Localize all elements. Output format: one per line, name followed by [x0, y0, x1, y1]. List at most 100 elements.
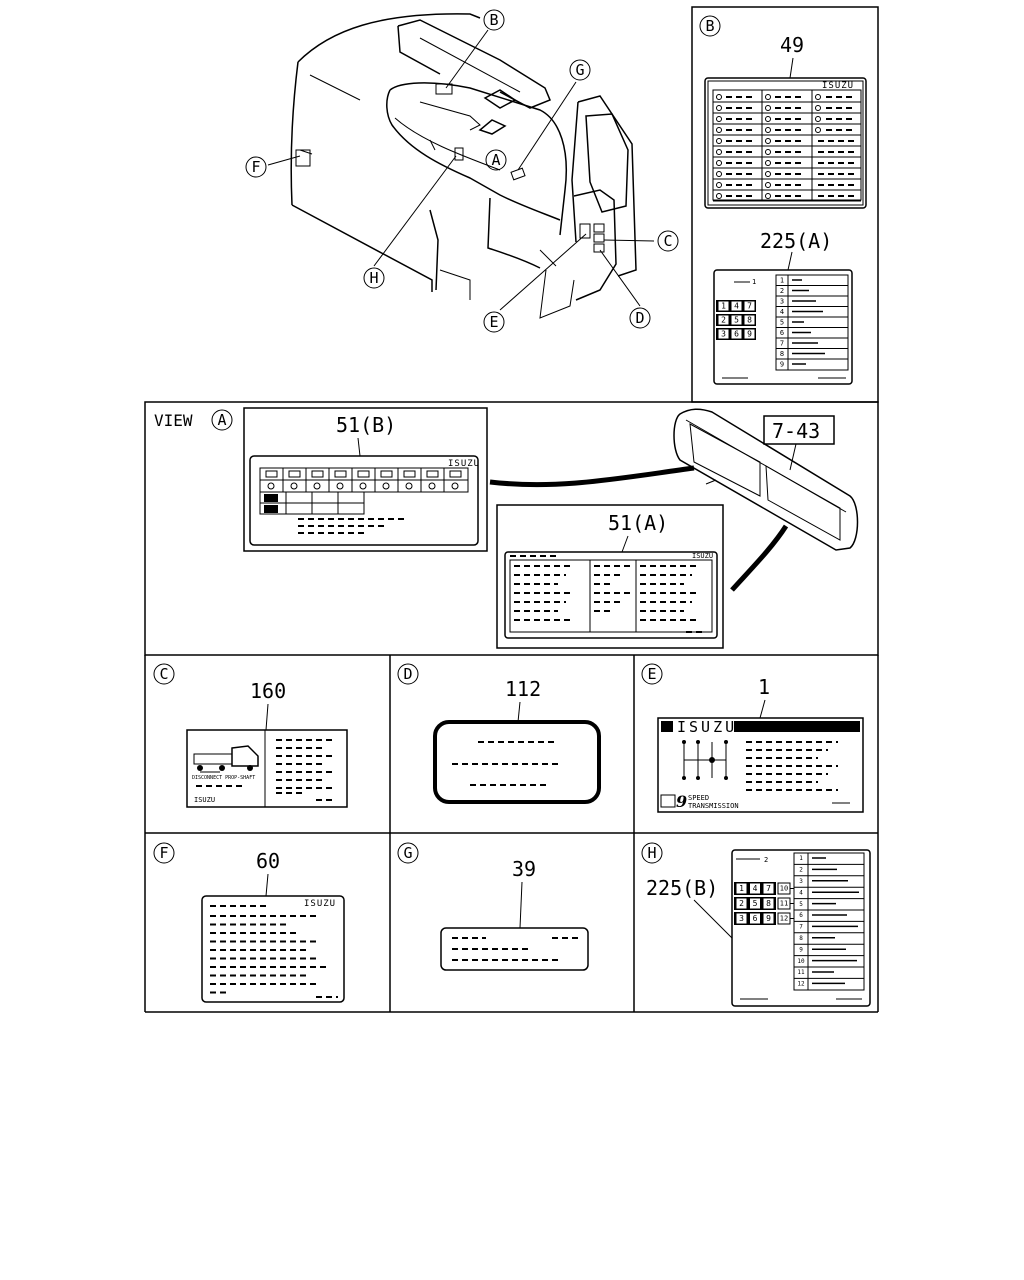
- svg-text:A: A: [491, 151, 500, 169]
- relay-cell: [762, 882, 775, 895]
- part-number-160: 160: [250, 679, 286, 703]
- part-number-39: 39: [512, 857, 536, 881]
- fuse-number: 4: [780, 308, 784, 316]
- indicator-icon: [765, 160, 771, 166]
- part-number-1: 1: [758, 675, 770, 699]
- part-number-60: 60: [256, 849, 280, 873]
- fuse-number: 5: [780, 319, 784, 327]
- panel-g: G 39: [397, 842, 589, 971]
- callout-f: F: [245, 156, 267, 178]
- relay-number: 3: [721, 330, 726, 339]
- fuse-number: 6: [780, 329, 784, 337]
- indicator-icon: [716, 105, 722, 111]
- warning-symbol-icon: [451, 482, 459, 490]
- fuse-number: 6: [799, 912, 803, 919]
- fuse-number: 3: [780, 298, 784, 306]
- fuse-number: 7: [799, 924, 803, 931]
- indicator-icon: [765, 138, 771, 144]
- relay-cell: [743, 314, 756, 326]
- relay-number: 4: [753, 884, 758, 893]
- relay-number: 1: [739, 884, 744, 893]
- svg-text:B: B: [489, 11, 498, 29]
- part-number-112: 112: [505, 677, 541, 701]
- relay-cell: [749, 912, 761, 925]
- callout-a: A: [485, 149, 507, 171]
- fuse-number: 3: [799, 878, 803, 885]
- relay-number: 4: [734, 302, 739, 311]
- relay-cell: [730, 328, 743, 340]
- svg-text:F: F: [251, 158, 260, 176]
- relay-number: 8: [747, 316, 752, 325]
- indicator-icon: [765, 193, 771, 199]
- panel-c: C 160 DISCONNECT PROP-SHAFT ISUZU: [153, 663, 348, 808]
- relay-number: 2: [739, 899, 744, 908]
- panel-e: E 1 ISUZU 9 SPEED TRANSMISSION: [641, 663, 864, 813]
- relay-cell: [717, 328, 730, 340]
- indicator-icon: [716, 94, 722, 100]
- indicator-icon: [815, 94, 821, 100]
- indicator-icon: [765, 149, 771, 155]
- warning-symbol-icon: [426, 470, 439, 478]
- part-number-51a: 51(A): [608, 511, 668, 535]
- fuse-number: 11: [797, 969, 805, 976]
- fuse-number: 4: [799, 889, 803, 896]
- svg-text:ISUZU: ISUZU: [448, 459, 480, 469]
- indicator-icon: [716, 182, 722, 188]
- panel-view-a: VIEW A 51(B) ISUZU 51(A) ISUZU 7-43: [154, 407, 859, 649]
- callout-d: D: [629, 307, 651, 329]
- relay-cell: [717, 300, 730, 312]
- warning-symbol-icon: [264, 505, 278, 513]
- warning-symbol-icon: [311, 470, 324, 478]
- part-number-7-43: 7-43: [772, 419, 820, 443]
- svg-text:G: G: [575, 61, 584, 79]
- part-number-225b: 225(B): [646, 876, 718, 900]
- relay-number: 5: [753, 899, 758, 908]
- svg-text:TRANSMISSION: TRANSMISSION: [688, 802, 739, 810]
- callout-e: E: [483, 311, 505, 333]
- relay-cell: [743, 328, 756, 340]
- indicator-icon: [815, 116, 821, 122]
- relay-cell: [743, 300, 756, 312]
- fuse-number: 1: [780, 277, 784, 285]
- indicator-icon: [716, 116, 722, 122]
- fuse-number: 9: [780, 361, 784, 369]
- part-number-51b: 51(B): [336, 413, 396, 437]
- relay-cell: [730, 314, 743, 326]
- relay-number: 6: [734, 330, 739, 339]
- svg-text:ISUZU: ISUZU: [692, 552, 713, 560]
- indicator-icon: [716, 193, 722, 199]
- indicator-icon: [716, 149, 722, 155]
- relay-number: 2: [721, 316, 726, 325]
- relay-cell: [730, 300, 743, 312]
- side-number: 10: [780, 885, 788, 893]
- warning-symbol-icon: [334, 470, 347, 478]
- warning-symbol-icon: [267, 482, 275, 490]
- warning-symbol-icon: [380, 470, 393, 478]
- fuse-number: 7: [780, 340, 784, 348]
- warning-symbol-icon: [428, 482, 436, 490]
- relay-cell: [735, 882, 748, 895]
- fuse-number: 2: [780, 287, 784, 295]
- svg-text:9: 9: [676, 792, 687, 811]
- panel-f: F 60 ISUZU: [153, 842, 345, 1003]
- warning-symbol-icon: [290, 482, 298, 490]
- relay-cell: [717, 314, 730, 326]
- relay-number: 7: [766, 884, 771, 893]
- label-49-grid: [712, 89, 862, 202]
- warning-symbol-icon: [357, 470, 370, 478]
- indicator-icon: [765, 182, 771, 188]
- svg-text:D: D: [403, 665, 412, 683]
- warning-symbol-icon: [264, 494, 278, 502]
- svg-text:2: 2: [764, 856, 768, 864]
- callout-h: H: [363, 267, 385, 289]
- fuse-number: 1: [799, 855, 803, 862]
- svg-text:C: C: [663, 232, 672, 250]
- indicator-icon: [815, 127, 821, 133]
- svg-text:H: H: [647, 844, 656, 862]
- warning-symbol-icon: [265, 470, 278, 478]
- warning-symbol-icon: [313, 482, 321, 490]
- indicator-icon: [765, 116, 771, 122]
- indicator-icon: [716, 138, 722, 144]
